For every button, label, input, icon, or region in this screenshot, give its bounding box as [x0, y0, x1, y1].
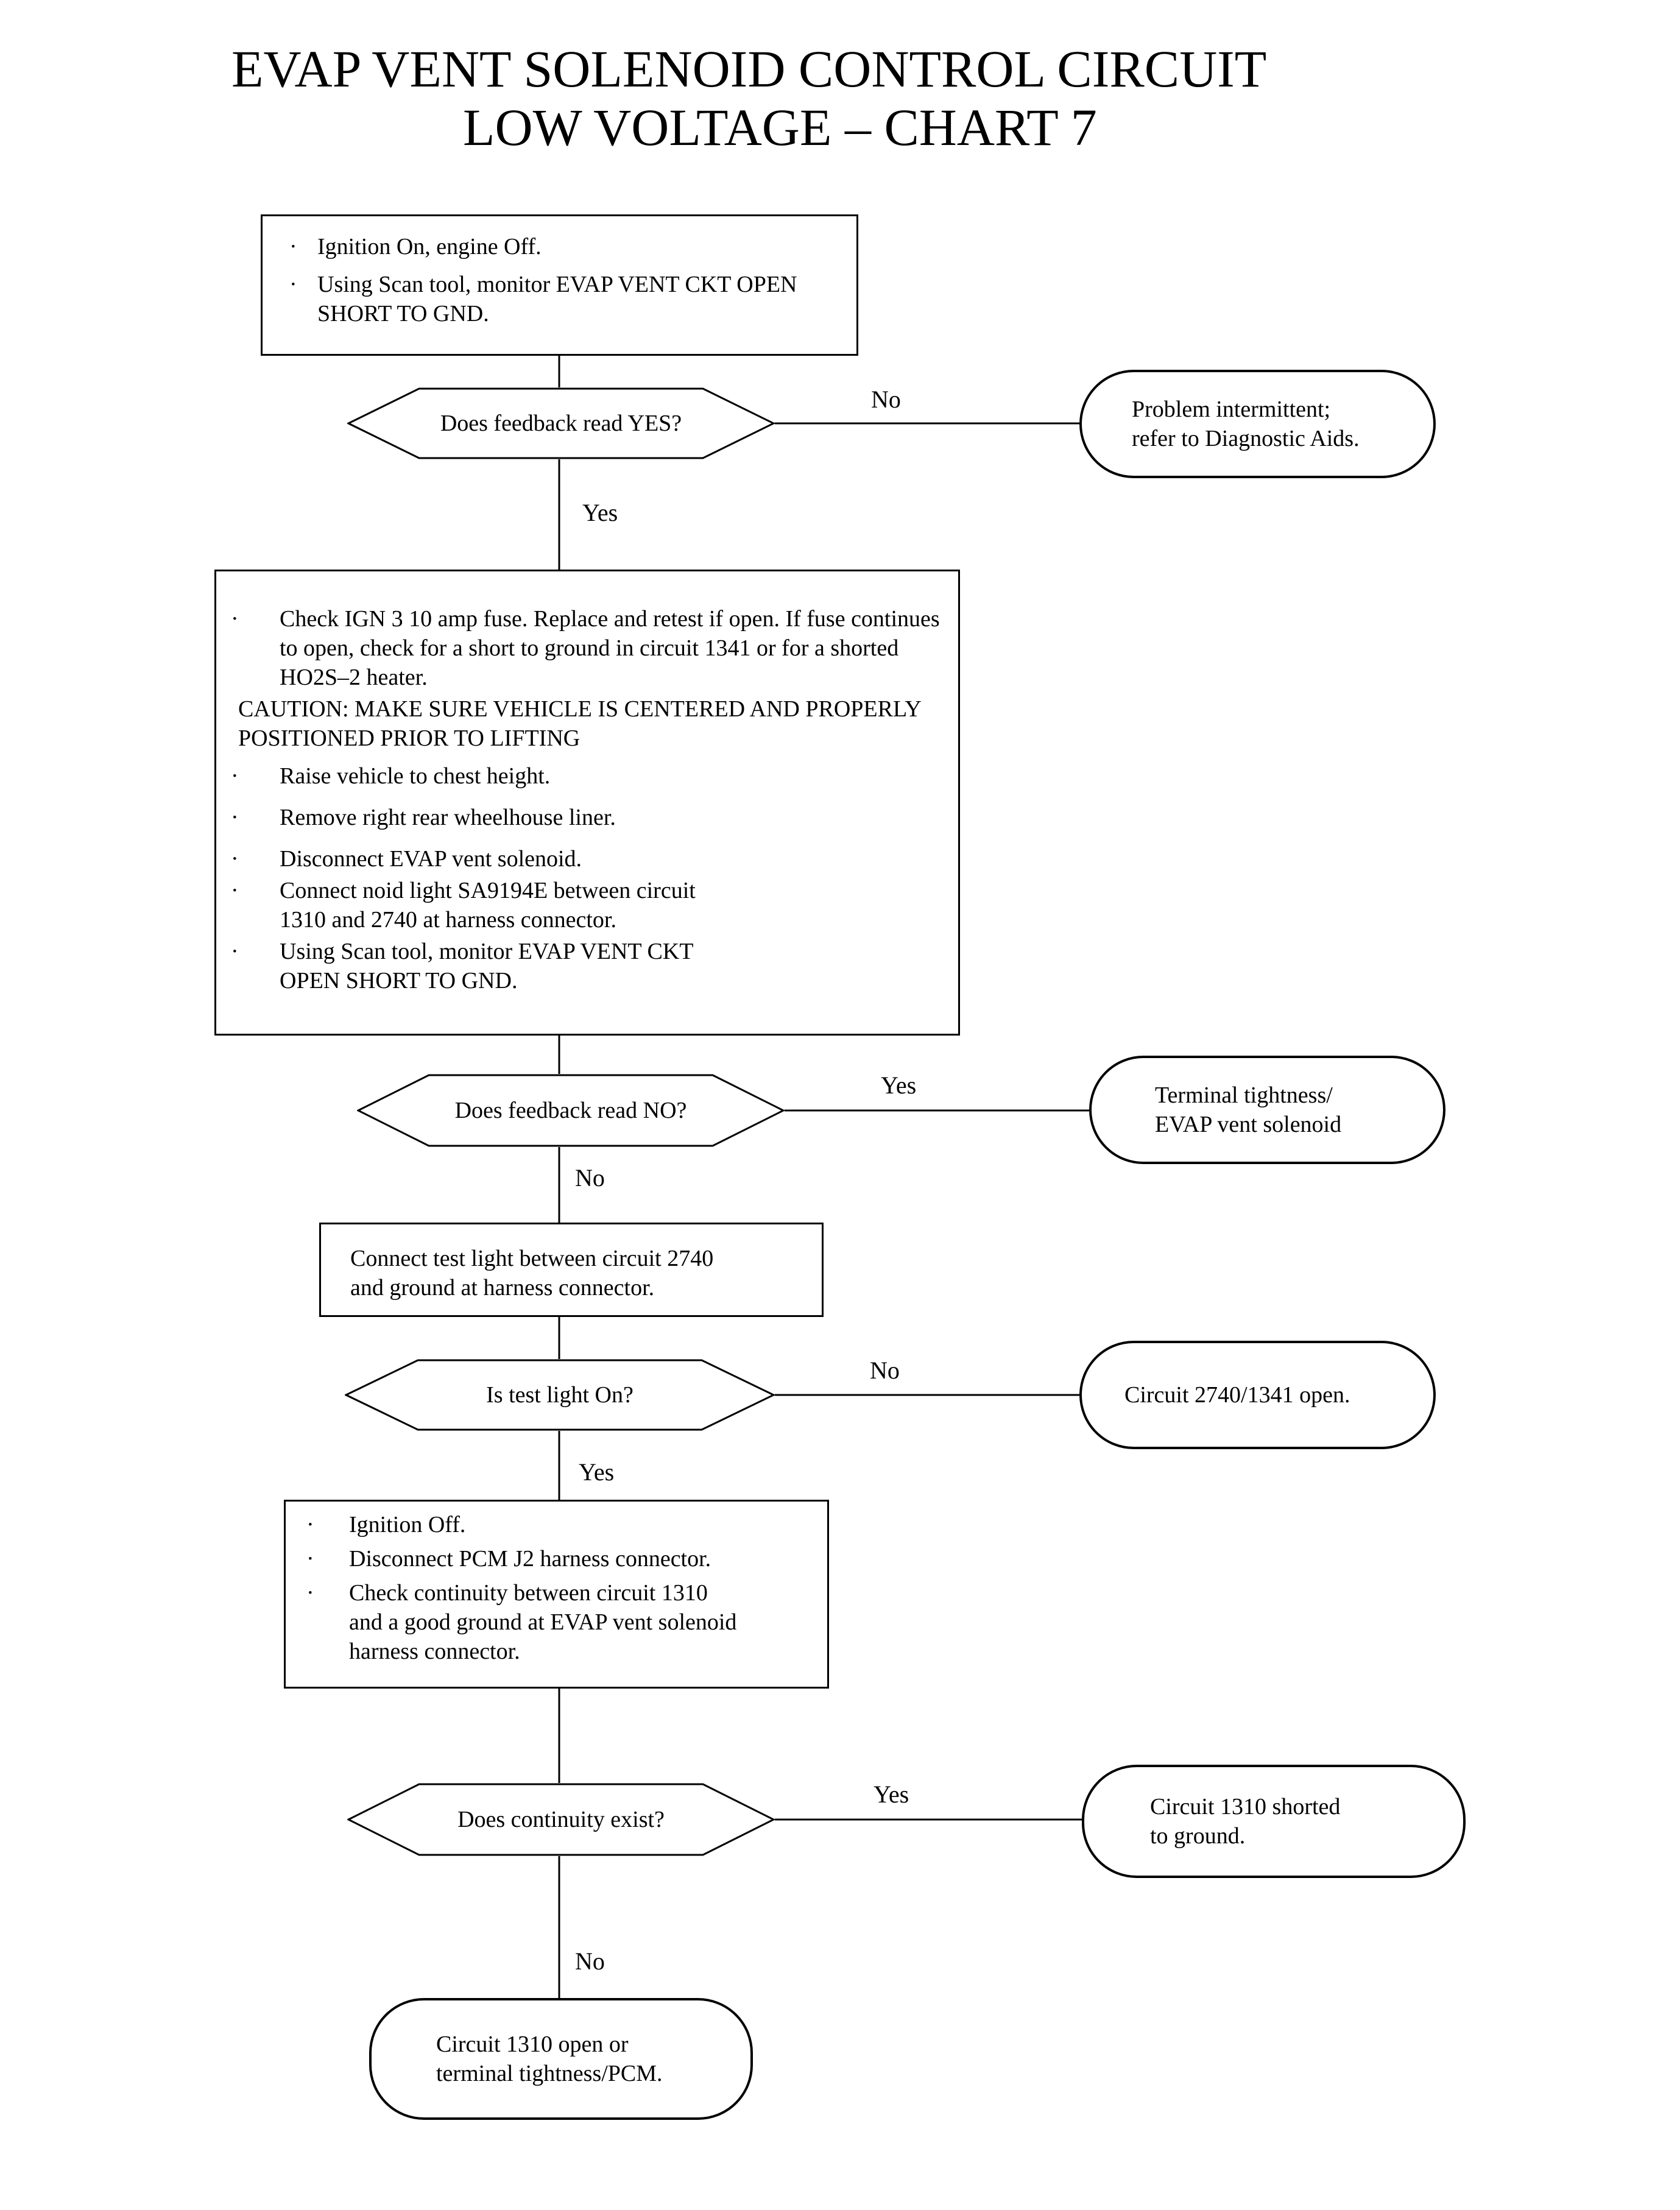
decision-4-no-label: No — [575, 1947, 605, 1975]
result-1-line-2: refer to Diagnostic Aids. — [1132, 426, 1360, 451]
result-circuit-1310-open: Circuit 1310 open or terminal tightness/… — [369, 1998, 753, 2120]
step-3-line-2: and ground at harness connector. — [350, 1275, 655, 1301]
step-2-item-2: Raise vehicle to chest height. — [216, 761, 940, 791]
decision-2-yes-label: Yes — [881, 1071, 917, 1099]
chart-title-line-1: EVAP VENT SOLENOID CONTROL CIRCUIT — [231, 40, 1267, 98]
decision-diamond-4 — [347, 1783, 775, 1856]
chart-title-line-2: LOW VOLTAGE – CHART 7 — [463, 98, 1097, 157]
decision-diamond-3 — [345, 1359, 775, 1431]
result-terminal-tightness: Terminal tightness/ EVAP vent solenoid — [1089, 1056, 1445, 1164]
step-1-item-1: Ignition On, engine Off. — [275, 232, 832, 261]
step-2-item-4: Disconnect EVAP vent solenoid. — [216, 844, 940, 874]
decision-3-no-label: No — [870, 1357, 900, 1384]
result-5-line-2: terminal tightness/PCM. — [436, 2061, 663, 2086]
result-3-line-1: Circuit 2740/1341 open. — [1124, 1382, 1350, 1408]
step-1-box: Ignition On, engine Off. Using Scan tool… — [261, 214, 858, 356]
step-2-item-1: Check IGN 3 10 amp fuse. Replace and ret… — [216, 604, 940, 692]
decision-2-question: Does feedback read NO? — [454, 1098, 687, 1123]
decision-feedback-yes: Does feedback read YES? — [347, 387, 775, 459]
result-4-line-2: to ground. — [1150, 1823, 1246, 1849]
step-4-item-3: Check continuity between circuit 1310 an… — [292, 1578, 739, 1666]
decision-3-yes-label: Yes — [579, 1458, 615, 1486]
decision-feedback-no: Does feedback read NO? — [357, 1074, 785, 1147]
step-1-item-2: Using Scan tool, monitor EVAP VENT CKT O… — [275, 270, 832, 328]
result-1-line-1: Problem intermittent; — [1132, 397, 1331, 422]
step-2-item-3: Remove right rear wheelhouse liner. — [216, 803, 940, 832]
result-circuit-2740-open: Circuit 2740/1341 open. — [1079, 1341, 1436, 1449]
decision-1-no-label: No — [871, 386, 901, 413]
decision-2-no-label: No — [575, 1164, 605, 1191]
step-2-box: Check IGN 3 10 amp fuse. Replace and ret… — [214, 570, 960, 1036]
result-circuit-1310-shorted: Circuit 1310 shorted to ground. — [1082, 1765, 1466, 1878]
decision-3-question: Is test light On? — [486, 1382, 634, 1408]
decision-1-yes-label: Yes — [582, 499, 618, 526]
decision-4-yes-label: Yes — [874, 1781, 909, 1808]
step-3-line-1: Connect test light between circuit 2740 — [350, 1246, 714, 1271]
result-5-line-1: Circuit 1310 open or — [436, 2032, 629, 2057]
step-2-item-5: Connect noid light SA9194E between circu… — [216, 876, 743, 934]
step-4-item-1: Ignition Off. — [292, 1510, 815, 1539]
result-4-line-1: Circuit 1310 shorted — [1150, 1794, 1341, 1820]
decision-4-question: Does continuity exist? — [457, 1807, 665, 1832]
result-2-line-1: Terminal tightness/ — [1155, 1082, 1333, 1108]
step-4-item-2: Disconnect PCM J2 harness connector. — [292, 1544, 815, 1573]
decision-test-light-on: Is test light On? — [345, 1359, 775, 1431]
decision-diamond-1 — [347, 387, 775, 459]
decision-diamond-2 — [357, 1074, 785, 1147]
result-problem-intermittent: Problem intermittent; refer to Diagnosti… — [1079, 370, 1436, 478]
result-2-line-2: EVAP vent solenoid — [1155, 1112, 1342, 1137]
step-2-item-6: Using Scan tool, monitor EVAP VENT CKT O… — [216, 937, 706, 995]
step-4-box: Ignition Off. Disconnect PCM J2 harness … — [284, 1500, 829, 1689]
step-2-caution: CAUTION: MAKE SURE VEHICLE IS CENTERED A… — [238, 696, 921, 751]
step-3-box: Connect test light between circuit 2740 … — [319, 1223, 824, 1317]
decision-1-question: Does feedback read YES? — [440, 411, 682, 436]
decision-continuity-exist: Does continuity exist? — [347, 1783, 775, 1856]
